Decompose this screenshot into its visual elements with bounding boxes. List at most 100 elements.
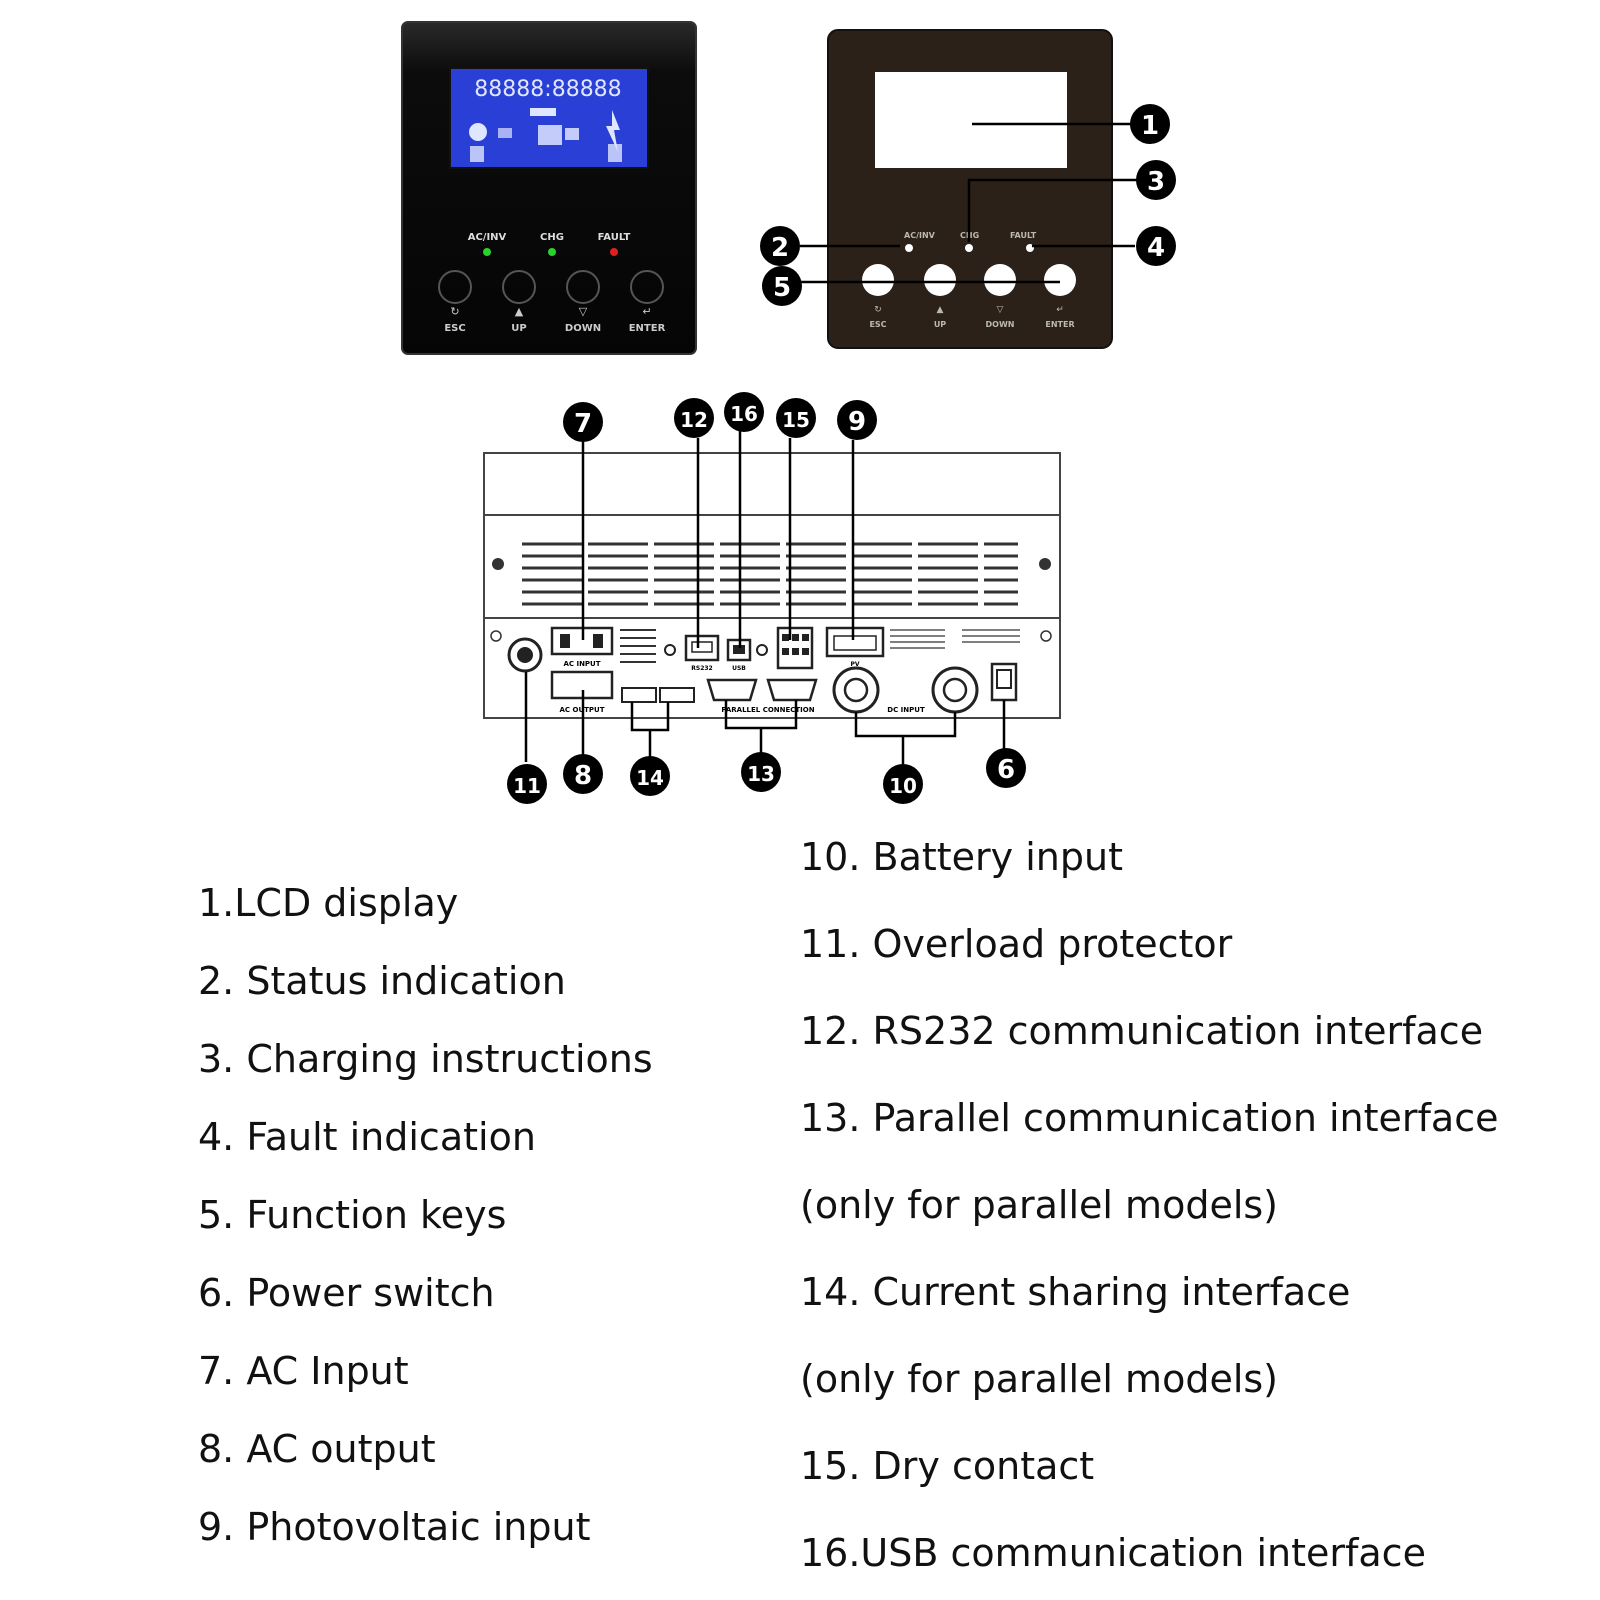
callout-9: 9 xyxy=(837,400,877,440)
callout-12: 12 xyxy=(674,398,714,438)
callout-2: 2 xyxy=(760,226,800,266)
legend-item-4: 4. Fault indication xyxy=(198,1115,536,1159)
up-button[interactable] xyxy=(924,264,956,296)
legend-item-13: 13. Parallel communication interface xyxy=(800,1096,1499,1140)
led-label-chg: CHG xyxy=(540,232,564,243)
svg-text:↵: ↵ xyxy=(1056,305,1064,315)
front-leader-lines xyxy=(800,122,1140,284)
legend-item-5: 5. Function keys xyxy=(198,1193,507,1237)
current-sharing-port-2[interactable] xyxy=(659,687,695,703)
svg-text:▽: ▽ xyxy=(997,305,1004,315)
parallel-port-2[interactable] xyxy=(766,678,818,702)
callout-4: 4 xyxy=(1136,226,1176,266)
btn-label-up: UP xyxy=(511,323,526,334)
current-sharing-port-1[interactable] xyxy=(621,687,657,703)
callout-10: 10 xyxy=(883,764,923,804)
led-green-chg xyxy=(548,248,556,256)
front-panel-schematic: AC/INV CHG FAULT ↻ ▲ ▽ ↵ ESC UP DOWN ENT… xyxy=(800,29,1140,349)
callout-7: 7 xyxy=(563,402,603,442)
parallel-port-1[interactable] xyxy=(706,678,758,702)
svg-text:5: 5 xyxy=(773,273,791,303)
svg-text:7: 7 xyxy=(574,409,592,439)
callout-13: 13 xyxy=(741,752,781,792)
legend-item-6: 6. Power switch xyxy=(198,1271,495,1315)
legend-item-8: 8. AC output xyxy=(198,1427,436,1471)
legend-item-12: 12. RS232 communication interface xyxy=(800,1009,1484,1053)
legend-item-10: 10. Battery input xyxy=(800,835,1123,879)
legend-item-2: 2. Status indication xyxy=(198,959,566,1003)
svg-text:ESC: ESC xyxy=(869,320,886,329)
legend-item-7: 7. AC Input xyxy=(198,1349,409,1393)
svg-text:4: 4 xyxy=(1147,233,1165,263)
callout-1: 1 xyxy=(1130,104,1170,144)
esc-button[interactable] xyxy=(862,264,894,296)
callout-6: 6 xyxy=(986,748,1026,788)
svg-text:16: 16 xyxy=(730,402,758,426)
usb-label: USB xyxy=(732,665,746,672)
rs232-label: RS232 xyxy=(691,665,712,672)
led-label-fault: FAULT xyxy=(598,232,631,243)
down-triangle-icon: ▽ xyxy=(579,305,588,318)
svg-text:↻: ↻ xyxy=(874,305,882,315)
svg-text:9: 9 xyxy=(848,407,866,437)
up-button-photo[interactable] xyxy=(502,270,536,304)
svg-text:8: 8 xyxy=(574,761,592,791)
legend-item-11: 11. Overload protector xyxy=(800,922,1233,966)
device-diagram: 88888:88888 AC/INV CHG FAULT ↻ ▲ ▽ ↵ ESC xyxy=(401,21,1176,804)
esc-button-photo[interactable] xyxy=(438,270,472,304)
enter-button-photo[interactable] xyxy=(630,270,664,304)
callout-14: 14 xyxy=(630,756,670,796)
pv-label: PV xyxy=(850,661,859,668)
svg-text:14: 14 xyxy=(636,766,664,790)
svg-text:AC/INV: AC/INV xyxy=(904,231,936,240)
enter-button[interactable] xyxy=(1044,264,1076,296)
legend-item-15: 15. Dry contact xyxy=(800,1444,1095,1488)
dc-input-label: DC INPUT xyxy=(887,706,925,714)
svg-text:13: 13 xyxy=(747,762,775,786)
vent-slots xyxy=(522,542,1018,606)
down-button-photo[interactable] xyxy=(566,270,600,304)
callout-16: 16 xyxy=(724,392,764,432)
down-button[interactable] xyxy=(984,264,1016,296)
svg-text:UP: UP xyxy=(934,320,946,329)
legend-item-9: 9. Photovoltaic input xyxy=(198,1505,591,1549)
svg-text:3: 3 xyxy=(1147,167,1165,197)
btn-label-down: DOWN xyxy=(565,323,601,334)
callout-3: 3 xyxy=(1136,160,1176,200)
legend-item-13-note: (only for parallel models) xyxy=(800,1183,1279,1227)
lcd-screen: 88888:88888 xyxy=(449,67,649,169)
svg-text:15: 15 xyxy=(782,408,810,432)
led-green-ac xyxy=(483,248,491,256)
ac-input-label: AC INPUT xyxy=(563,660,600,668)
btn-label-esc: ESC xyxy=(444,323,465,334)
refresh-icon: ↻ xyxy=(450,305,459,318)
svg-text:FAULT: FAULT xyxy=(1010,231,1037,240)
enter-arrow-icon: ↵ xyxy=(642,305,651,318)
svg-text:ENTER: ENTER xyxy=(1045,320,1074,329)
legend-item-14-note: (only for parallel models) xyxy=(800,1357,1279,1401)
legend-item-3: 3. Charging instructions xyxy=(198,1037,653,1081)
rear-leader-lines xyxy=(524,430,1006,765)
parallel-connection-label: PARALLEL CONNECTION xyxy=(721,706,814,714)
callout-badges: 1 3 2 4 5 7 12 16 15 9 11 8 14 13 10 6 xyxy=(507,104,1176,804)
svg-text:12: 12 xyxy=(680,408,708,432)
svg-text:10: 10 xyxy=(889,774,917,798)
led-red-fault xyxy=(610,248,618,256)
lcd-digits: 88888:88888 xyxy=(474,77,621,102)
rear-panel: AC INPUT AC OUTPUT RS232 USB PV xyxy=(483,452,1061,719)
callout-8: 8 xyxy=(563,754,603,794)
btn-label-enter: ENTER xyxy=(629,323,666,334)
svg-text:2: 2 xyxy=(771,233,789,263)
svg-text:1: 1 xyxy=(1141,111,1159,141)
front-panel-photo: 88888:88888 AC/INV CHG FAULT ↻ ▲ ▽ ↵ ESC xyxy=(401,21,697,355)
legend-item-16: 16.USB communication interface xyxy=(800,1531,1426,1575)
legend-item-14: 14. Current sharing interface xyxy=(800,1270,1351,1314)
svg-text:▲: ▲ xyxy=(937,305,944,315)
svg-text:DOWN: DOWN xyxy=(986,320,1015,329)
led-label-ac-inv: AC/INV xyxy=(468,232,507,243)
callout-15: 15 xyxy=(776,398,816,438)
callout-5: 5 xyxy=(762,266,802,306)
svg-text:11: 11 xyxy=(513,774,541,798)
lcd-window xyxy=(875,72,1067,168)
callout-11: 11 xyxy=(507,764,547,804)
